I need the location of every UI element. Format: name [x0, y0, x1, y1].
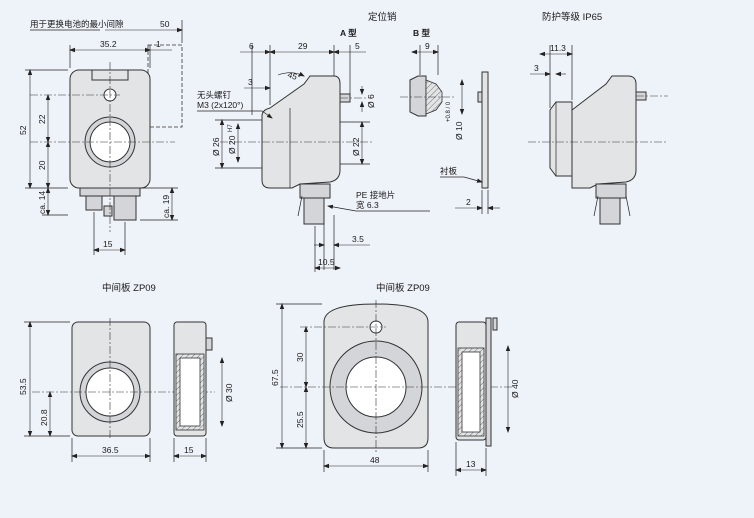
liner-plate [481, 71, 489, 189]
dim-10-5: 10.5 [318, 257, 335, 267]
dim-dia-30: Ø 30 [224, 383, 234, 402]
type-b-pin-body [409, 75, 427, 117]
zp09-large-plate: 中间板 ZP09 67.5 30 25.5 48 13 Ø 40 [270, 282, 520, 476]
dim-52: 52 [18, 125, 28, 135]
zp09-small-plate: 中间板 ZP09 53.5 20.8 36.5 15 Ø 30 [18, 282, 234, 462]
dim-35-2: 35.2 [100, 39, 117, 49]
dim-2: 2 [466, 197, 471, 207]
encoder-body-side [261, 75, 341, 189]
dim-h7: H7 [228, 124, 234, 132]
dim-9: 9 [425, 41, 430, 51]
type-a-label: A 型 [340, 28, 357, 38]
dim-dia-20: Ø 20 [227, 135, 237, 154]
liner-label: 衬板 [440, 166, 458, 176]
dim-67-5: 67.5 [270, 369, 280, 386]
dim-15: 15 [103, 239, 113, 249]
dim-13: 13 [466, 459, 476, 469]
battery-clearance-box [147, 44, 183, 128]
locating-pin-title: 定位销 [368, 11, 397, 23]
dim-6a: 6 [249, 41, 254, 51]
connector-left [85, 195, 103, 211]
pe-tab-width: 宽 6.3 [356, 200, 379, 210]
dim-dia-40: Ø 40 [510, 379, 520, 398]
dim-48: 48 [370, 455, 380, 465]
dim-20-8: 20.8 [39, 409, 49, 426]
dim-45deg: 45° [286, 69, 301, 82]
side-connector [299, 183, 331, 199]
dim-ca14: ca. 14 [37, 191, 47, 214]
dim-11-3: 11.3 [550, 43, 566, 53]
dim-dia-6: Ø 6 [366, 94, 376, 108]
dim-dia-22: Ø 22 [351, 137, 361, 156]
dim-20: 20 [37, 160, 47, 170]
intermediate-plate-title-1: 中间板 ZP09 [102, 282, 156, 294]
front-view: 50 用于更换电池的最小间隙 35.2 1 52 22 20 ca. 14 ca… [18, 19, 183, 255]
seal-ring [549, 101, 573, 177]
connector-right [113, 195, 137, 221]
dim-3: 3 [248, 77, 253, 87]
side-connector-plug [303, 197, 325, 225]
type-b-detail: B 型 9 Ø 10 +0.8 / 0 衬板 2 [400, 28, 500, 214]
dim-ca19: ca. 19 [161, 195, 171, 218]
ip65-body [571, 75, 637, 189]
dim-1: 1 [156, 39, 161, 49]
side-view-type-a: 定位销 A 型 6 29 5 3 45° 无头螺钉 M3 (2x120°) [197, 11, 430, 272]
min-gap-note: 用于更换电池的最小间隙 [30, 19, 124, 29]
type-b-label: B 型 [413, 28, 431, 38]
connector-pin [103, 205, 113, 217]
dim-tolerance: +0.8 / 0 [446, 101, 452, 122]
intermediate-plate-title-2: 中间板 ZP09 [376, 282, 430, 294]
ip65-view: 防护等级 IP65 11.3 3 [528, 11, 668, 225]
dim-15b: 15 [184, 445, 194, 455]
dim-3-5: 3.5 [352, 234, 364, 244]
protection-class-title: 防护等级 IP65 [542, 11, 602, 23]
dim-53-5: 53.5 [18, 378, 28, 395]
dim-36-5: 36.5 [102, 445, 119, 455]
dim-29: 29 [298, 41, 308, 51]
dim-dia-26: Ø 26 [211, 137, 221, 156]
dim-30: 30 [295, 352, 305, 362]
dim-5: 5 [355, 41, 360, 51]
dim-dia-10: Ø 10 [454, 121, 464, 140]
dim-22: 22 [37, 114, 47, 124]
pe-tab-label: PE 接地片 [356, 190, 395, 200]
ip65-connector [599, 197, 621, 225]
dim-50: 50 [160, 19, 170, 29]
dim-25-5: 25.5 [295, 411, 305, 428]
dim-3b: 3 [534, 63, 539, 73]
grub-screw-label: 无头螺钉 [197, 90, 232, 100]
grub-screw-spec: M3 (2x120°) [197, 100, 244, 110]
